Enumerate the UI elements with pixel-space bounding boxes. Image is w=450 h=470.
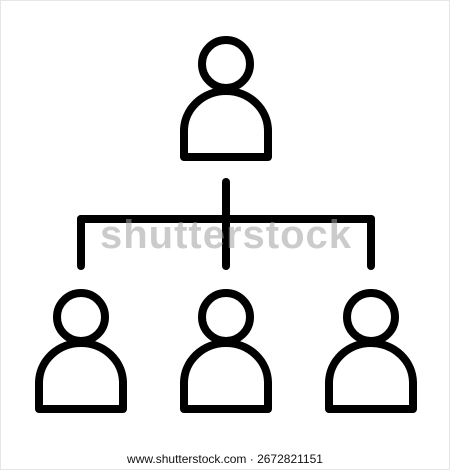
bottom-center-person-head — [198, 289, 254, 345]
footer-caption: www.shutterstock.com · 2672821151 — [1, 449, 449, 469]
bottom-right-person-icon — [325, 289, 417, 413]
bottom-left-person-body — [35, 339, 127, 413]
bottom-right-person-body — [325, 339, 417, 413]
top-person-body — [180, 87, 272, 161]
bottom-right-person-head — [343, 289, 399, 345]
bottom-center-person-body — [180, 339, 272, 413]
top-person-head — [198, 36, 254, 92]
bottom-left-person-head — [53, 289, 109, 345]
bottom-center-person-icon — [180, 289, 272, 413]
organization-hierarchy-icon — [35, 36, 417, 413]
bottom-left-person-icon — [35, 289, 127, 413]
hierarchy-connectors — [77, 178, 375, 270]
top-person-icon — [180, 36, 272, 161]
